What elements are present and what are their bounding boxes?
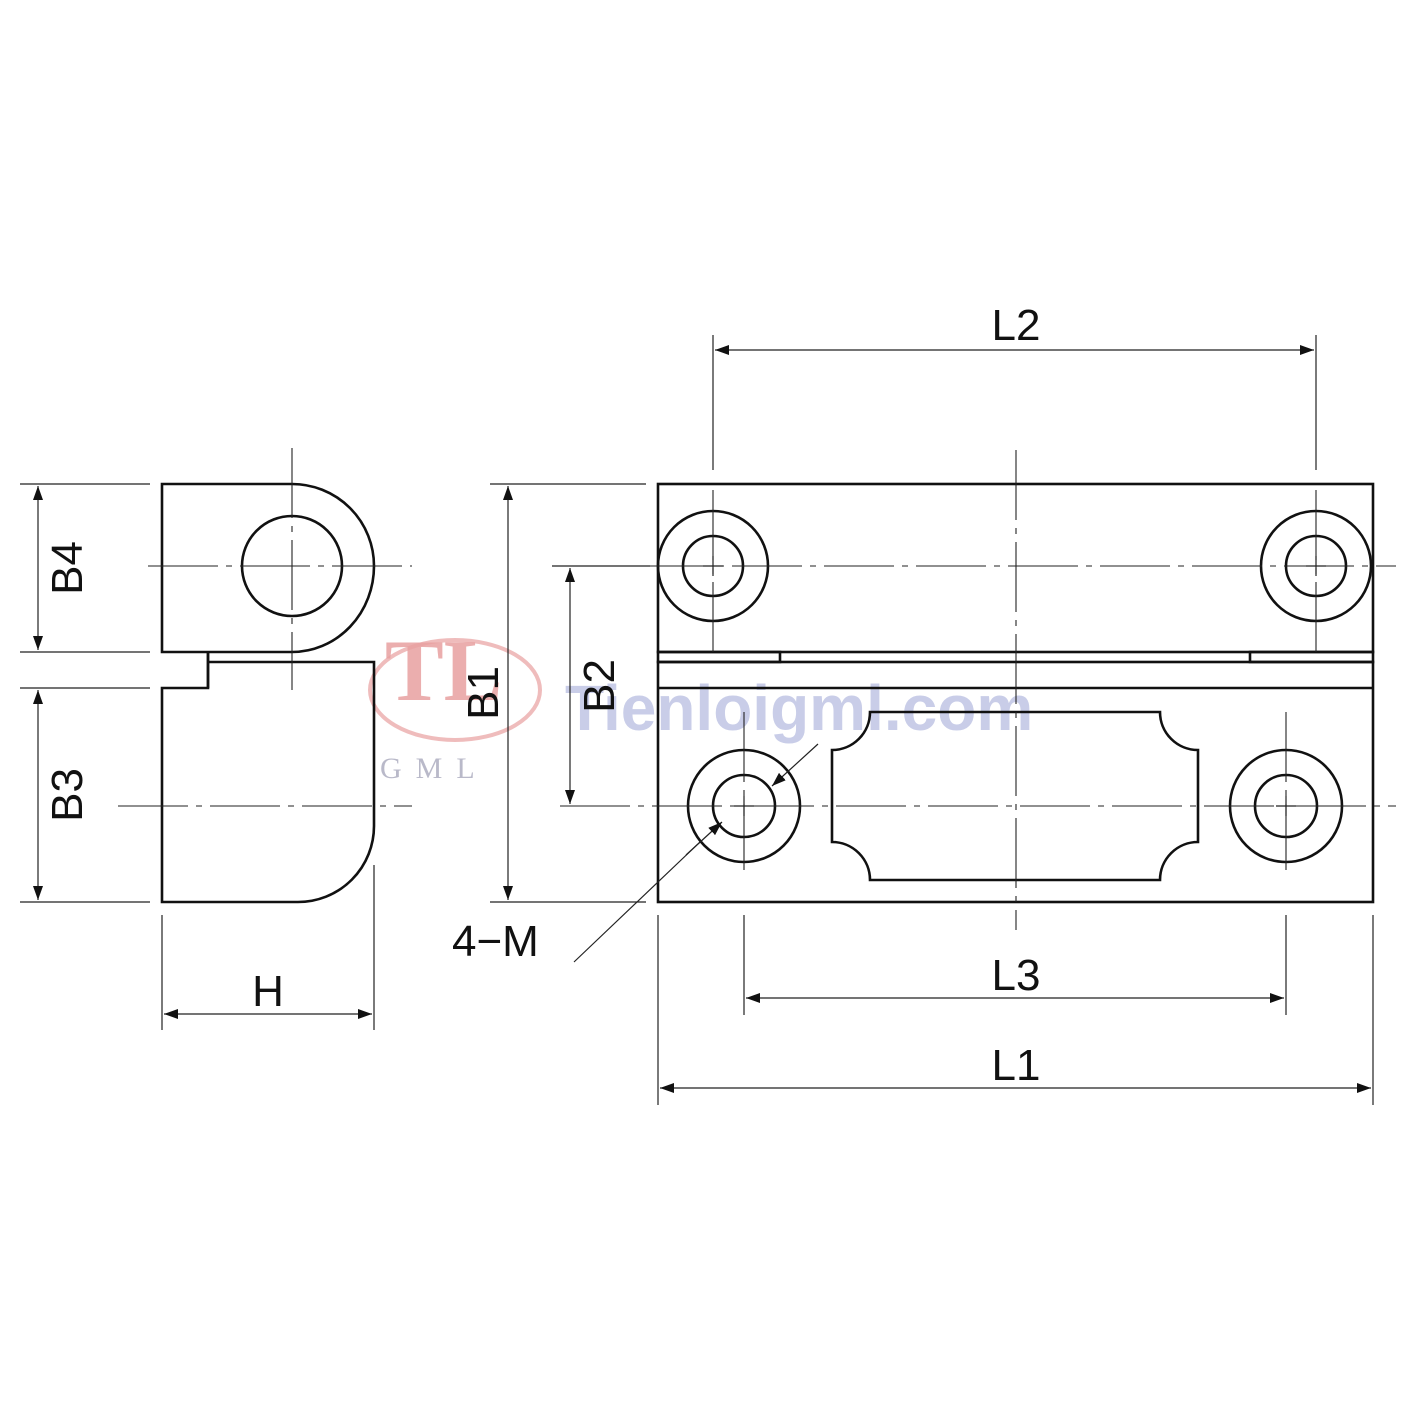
front-tab-left [656,650,782,664]
l2-label: L2 [992,301,1041,350]
b1-label: B1 [459,666,508,720]
thread-leader-line [573,841,701,963]
l1-label: L1 [992,1041,1041,1090]
b2-label: B2 [575,659,624,713]
lower-right-cross [1276,796,1296,816]
thread-leader-arrow [685,821,723,856]
thread-outer-arrow [771,743,819,787]
watermark-sub: GML [380,752,489,785]
b3-label: B3 [43,768,92,822]
h-label: H [252,967,284,1016]
watermark-logo: TL [385,623,502,720]
watermark-site: Tienloigml.com [565,672,1033,744]
front-view: L2 B1 B2 L3 L1 4−M [452,301,1396,1105]
side-view: B4 B3 H [20,448,412,1030]
upper-right-cross [1306,556,1326,576]
thread-label: 4−M [452,917,539,966]
center-recess [830,710,1200,882]
watermark-ellipse [368,638,542,742]
l3-label: L3 [992,951,1041,1000]
watermark: TL GML Tienloigml.com [368,623,1033,785]
lower-left-cross [734,796,754,816]
upper-left-cross [703,556,723,576]
front-tab-right [1248,650,1375,664]
b4-label: B4 [43,541,92,595]
side-lower-block [160,652,376,904]
